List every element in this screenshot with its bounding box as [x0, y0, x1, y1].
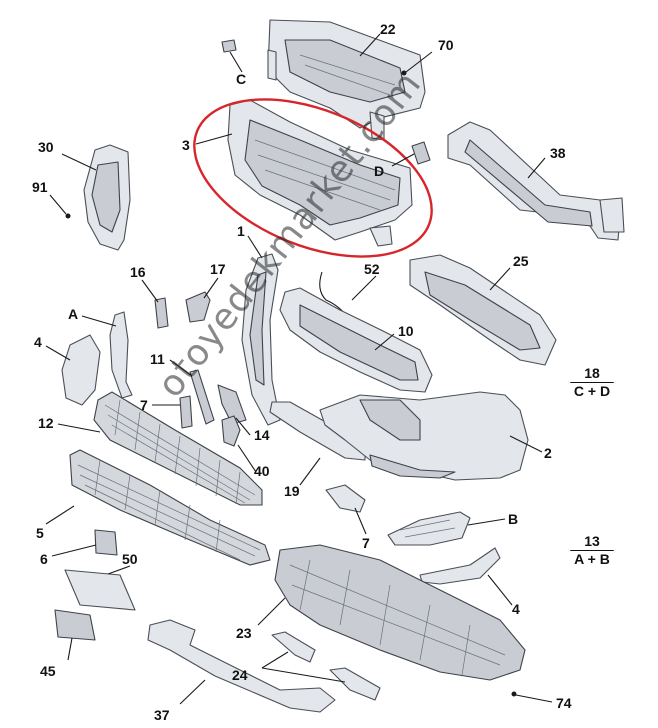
part-12-upper-grille [93, 391, 263, 506]
part-16-clip [154, 297, 169, 329]
part-40-badge [221, 415, 241, 447]
highlight-ellipse [193, 98, 433, 258]
callout-c: C [236, 71, 247, 87]
callout-45: 45 [40, 663, 56, 679]
part-37-lower-beam [147, 619, 336, 713]
part-23-undertray [274, 544, 526, 681]
callout-a: A [68, 306, 79, 322]
callout-7-upper: 7 [140, 397, 148, 413]
callout-4-upper: 4 [34, 334, 42, 350]
callout-38: 38 [550, 145, 566, 161]
callout-24: 24 [232, 667, 248, 683]
part-22-upper-crossmember [267, 19, 426, 141]
part-17-bracket [185, 291, 211, 323]
part-30-left-support [83, 144, 131, 251]
part-70-screw [401, 70, 407, 76]
part-11-strip [189, 369, 215, 425]
part-24-bracket-lower [329, 667, 381, 701]
part-45-plug [54, 609, 96, 641]
callout-11: 11 [150, 351, 165, 367]
callout-23: 23 [236, 625, 252, 641]
callout-3: 3 [182, 137, 190, 153]
part-5-lower-grille [69, 449, 271, 566]
part-24-bracket-upper [271, 631, 316, 663]
group-13-members: A + B [574, 551, 610, 567]
callout-1: 1 [237, 223, 245, 239]
part-d-bracket [411, 141, 431, 165]
part-7-fog-trim [325, 484, 366, 513]
part-19-trim-strip [269, 401, 366, 461]
callout-b: B [508, 511, 519, 527]
callout-52: 52 [364, 261, 380, 277]
callout-16: 16 [130, 264, 146, 280]
callout-50: 50 [122, 551, 138, 567]
part-74-screw [511, 691, 517, 697]
group-13-brace [570, 550, 614, 551]
part-7-clip-upper [179, 395, 193, 429]
callout-d: D [374, 163, 385, 179]
callout-7-lower: 7 [362, 535, 370, 551]
part-a-side-panel [109, 311, 133, 399]
callout-19: 19 [284, 483, 300, 499]
callout-4-lower: 4 [512, 601, 520, 617]
part-25-lower-beam [409, 254, 557, 366]
callout-91: 91 [32, 179, 48, 195]
part-6-plate [94, 529, 118, 556]
group-13-number: 13 [584, 533, 600, 549]
callout-30: 30 [38, 139, 54, 155]
callout-10: 10 [398, 323, 414, 339]
group-18-number: 18 [584, 365, 600, 381]
part-2-bumper-cover [319, 391, 529, 481]
callout-70: 70 [438, 37, 454, 53]
callout-14: 14 [254, 427, 270, 443]
callout-74: 74 [556, 695, 572, 711]
callout-25: 25 [513, 253, 529, 269]
callout-12: 12 [38, 415, 54, 431]
group-18-members: C + D [573, 383, 611, 399]
group-18: 18 C + D [564, 366, 620, 399]
callout-37: 37 [154, 707, 170, 723]
callout-2: 2 [544, 445, 552, 461]
group-13: 13 A + B [564, 534, 620, 567]
part-3-impact-absorber [227, 99, 413, 247]
callout-40: 40 [254, 463, 270, 479]
part-91-screw [65, 213, 71, 219]
part-50-cover [64, 569, 136, 611]
callout-22: 22 [380, 21, 396, 37]
part-4-left-deflector [61, 334, 101, 406]
group-18-brace [570, 382, 614, 383]
part-c-clip [221, 39, 237, 53]
callout-5: 5 [36, 525, 44, 541]
part-10-bumper-carrier [279, 287, 433, 393]
part-4-right-deflector [419, 547, 501, 585]
callout-17: 17 [210, 261, 226, 277]
part-b-right-insert [387, 511, 471, 546]
leader-lines [45, 33, 553, 705]
callout-6: 6 [40, 551, 48, 567]
part-38-reinforcement-beam [447, 121, 625, 241]
part-1-side-bracket [241, 253, 281, 426]
